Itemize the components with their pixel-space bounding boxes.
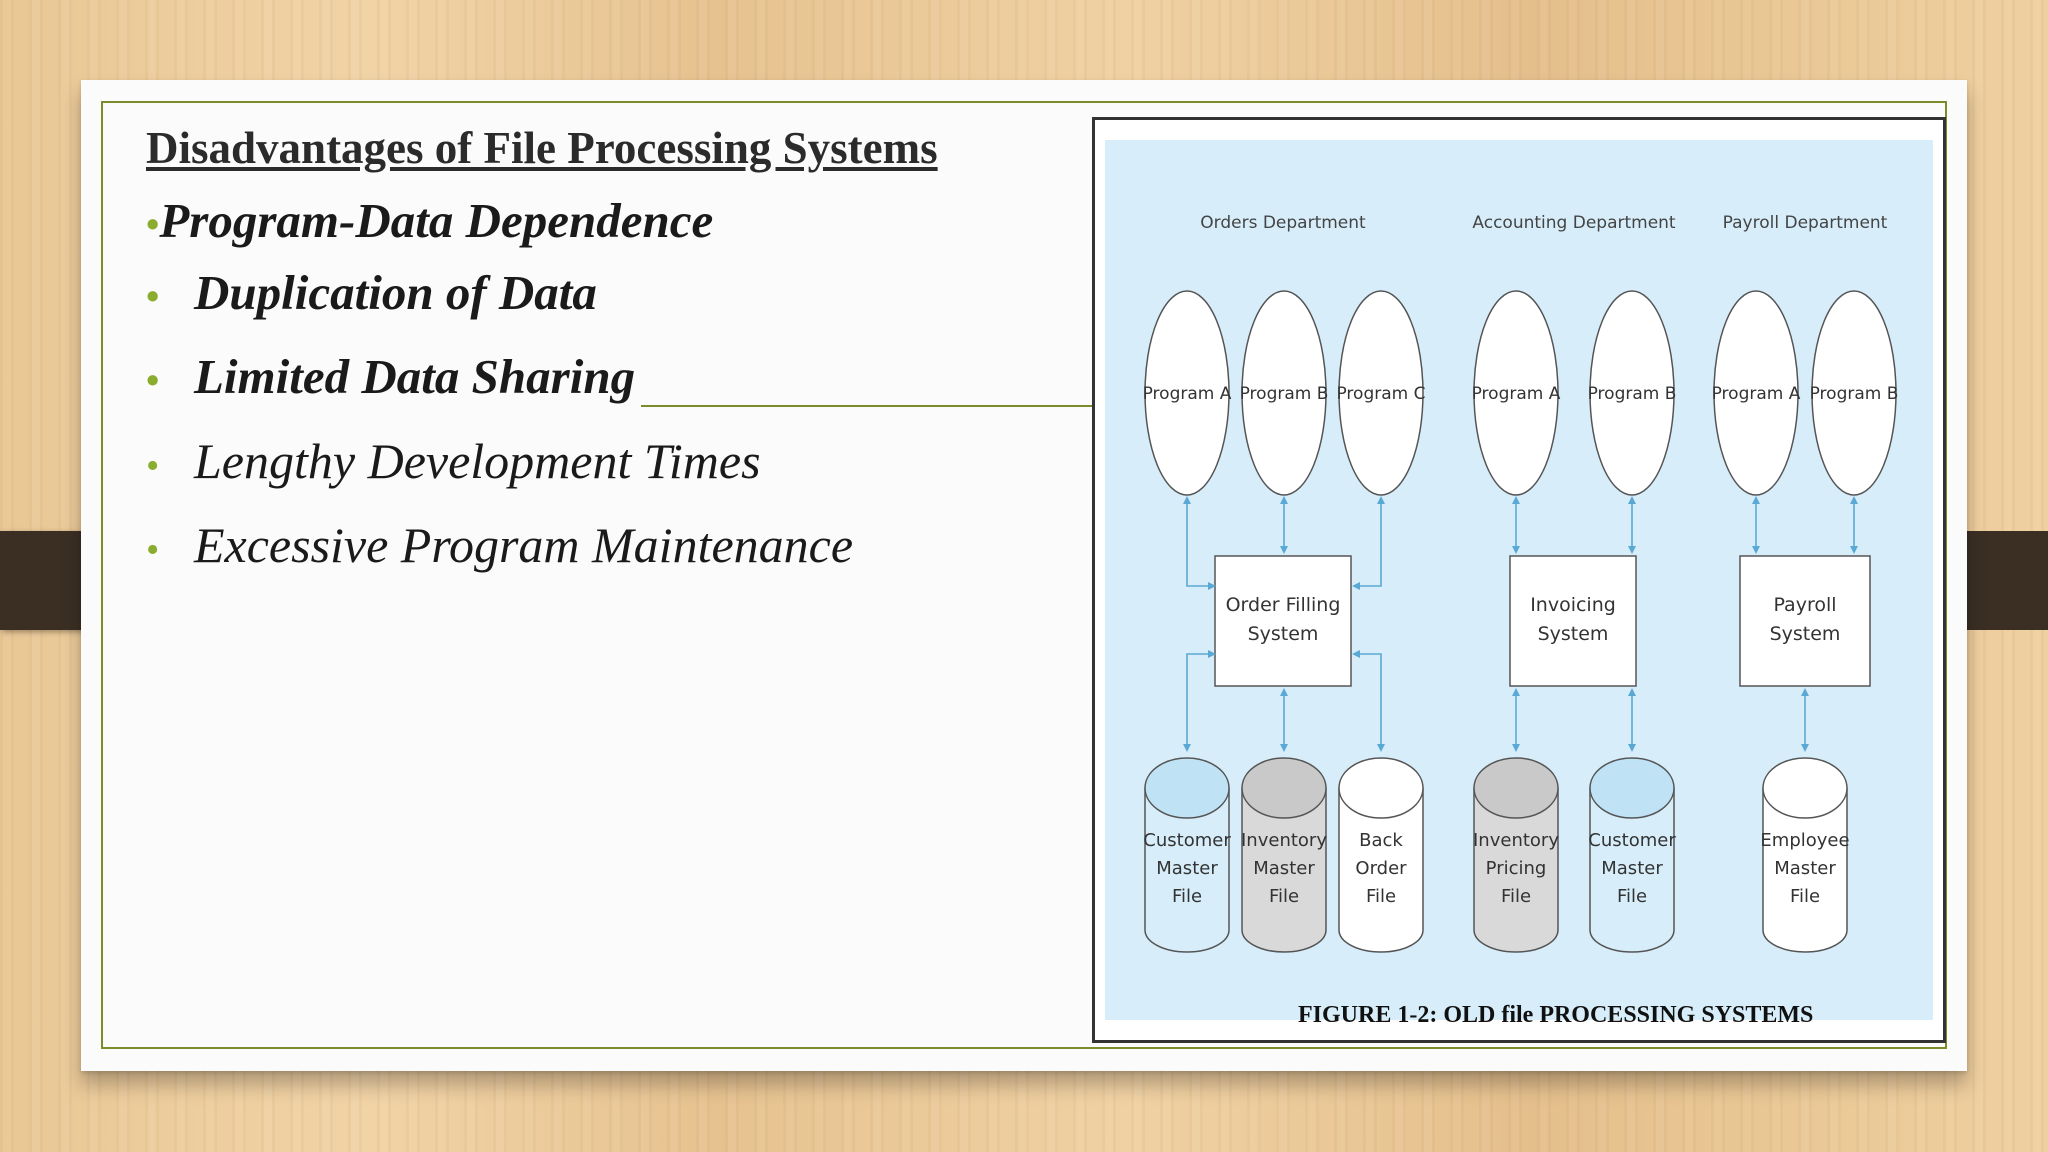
file-cylinder: Back Order File — [1338, 757, 1424, 953]
figure-caption: FIGURE 1-2: OLD file PROCESSING SYSTEMS — [1298, 1002, 1814, 1028]
dept-label-payroll: Payroll Department — [1723, 213, 1888, 233]
bullet-text: Limited Data Sharing — [194, 349, 636, 404]
svg-text:System: System — [1248, 623, 1319, 645]
svg-text:Customer: Customer — [1588, 830, 1676, 851]
slide-frame-border — [101, 101, 1947, 1049]
program-node: Program A — [1712, 290, 1801, 496]
file-processing-diagram: Orders Department Accounting Department … — [1143, 213, 1899, 953]
dept-label-orders: Orders Department — [1200, 213, 1366, 233]
svg-text:File: File — [1617, 886, 1647, 907]
svg-text:Order: Order — [1355, 858, 1407, 879]
bullet-dot-icon: • — [146, 445, 160, 487]
bullet-dot-icon: • — [146, 276, 160, 318]
program-node: Program B — [1240, 290, 1329, 496]
figure-background: Orders Department Accounting Department … — [1105, 140, 1933, 1020]
svg-text:File: File — [1366, 886, 1396, 907]
svg-text:Master: Master — [1774, 858, 1836, 879]
slide-title: Disadvantages of File Processing Systems — [146, 123, 938, 173]
file-cylinder: Customer Master File — [1588, 757, 1676, 953]
svg-text:System: System — [1770, 623, 1841, 645]
bullet-dot-icon: • — [146, 529, 160, 571]
svg-text:Program A: Program A — [1143, 384, 1232, 404]
file-cylinder: Customer Master File — [1143, 757, 1231, 953]
bullet-item: • Limited Data Sharing — [146, 348, 635, 405]
svg-text:Program B: Program B — [1588, 384, 1677, 404]
program-node: Program A — [1472, 290, 1561, 496]
bullet-text: Duplication of Data — [194, 265, 597, 320]
program-node: Program C — [1336, 290, 1426, 496]
figure-frame: Orders Department Accounting Department … — [1092, 117, 1946, 1043]
svg-text:Order Filling: Order Filling — [1226, 594, 1341, 616]
svg-text:File: File — [1269, 886, 1299, 907]
bullet-item: • Duplication of Data — [146, 264, 597, 321]
system-box-invoicing: Invoicing System — [1509, 555, 1637, 687]
svg-text:Customer: Customer — [1143, 830, 1231, 851]
svg-text:Payroll: Payroll — [1773, 594, 1836, 616]
bullet-item: • Lengthy Development Times — [146, 432, 761, 490]
svg-text:Master: Master — [1601, 858, 1663, 879]
svg-text:Pricing: Pricing — [1486, 858, 1547, 879]
svg-text:Program C: Program C — [1336, 384, 1425, 404]
svg-text:Back: Back — [1359, 830, 1403, 851]
connector-arrows — [1183, 496, 1858, 752]
program-node: Program B — [1588, 290, 1677, 496]
program-node: Program B — [1810, 290, 1899, 496]
system-box-order-filling: Order Filling System — [1214, 555, 1352, 687]
svg-text:Inventory: Inventory — [1241, 830, 1327, 851]
bullet-text: Lengthy Development Times — [194, 433, 761, 489]
svg-text:Master: Master — [1156, 858, 1218, 879]
svg-text:Program A: Program A — [1712, 384, 1801, 404]
slide-divider-line — [641, 405, 1168, 407]
bullet-text: Excessive Program Maintenance — [194, 517, 854, 573]
bullet-text: Program-Data Dependence — [159, 193, 714, 248]
svg-text:Invoicing: Invoicing — [1530, 594, 1616, 616]
svg-text:Program A: Program A — [1472, 384, 1561, 404]
dept-label-accounting: Accounting Department — [1472, 213, 1676, 233]
svg-text:Master: Master — [1253, 858, 1315, 879]
svg-text:File: File — [1172, 886, 1202, 907]
svg-text:File: File — [1501, 886, 1531, 907]
svg-text:Program B: Program B — [1810, 384, 1899, 404]
bullet-dot-icon: • — [146, 204, 160, 246]
slide: Disadvantages of File Processing Systems… — [81, 80, 1967, 1071]
bullet-dot-icon: • — [146, 360, 160, 402]
system-box-payroll: Payroll System — [1739, 555, 1871, 687]
bullet-item: • Excessive Program Maintenance — [146, 516, 853, 574]
bullet-item: •Program-Data Dependence — [146, 192, 713, 249]
svg-text:System: System — [1538, 623, 1609, 645]
file-cylinder: Inventory Master File — [1241, 757, 1327, 953]
file-cylinder: Inventory Pricing File — [1473, 757, 1559, 953]
program-node: Program A — [1143, 290, 1232, 496]
svg-text:Program B: Program B — [1240, 384, 1329, 404]
file-cylinder: Employee Master File — [1760, 757, 1850, 953]
svg-text:File: File — [1790, 886, 1820, 907]
svg-text:Inventory: Inventory — [1473, 830, 1559, 851]
svg-text:Employee: Employee — [1760, 830, 1849, 851]
